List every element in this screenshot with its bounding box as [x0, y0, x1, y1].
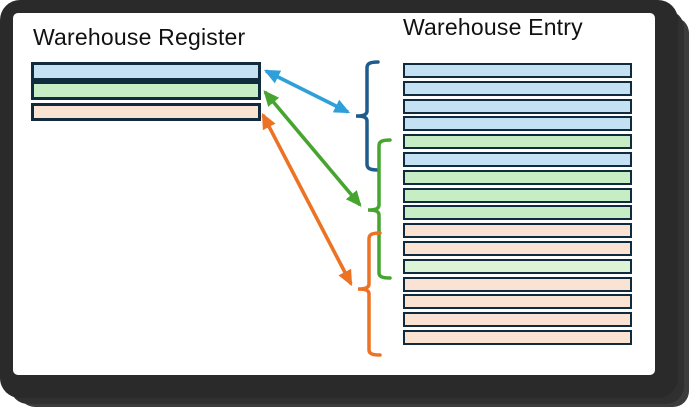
entry-row-peach — [403, 276, 632, 292]
entry-title: Warehouse Entry — [403, 14, 583, 40]
entry-row-blue — [403, 151, 632, 167]
entry-row-peach — [403, 329, 632, 345]
entry-stack — [403, 63, 632, 345]
arrow-orange-mapping — [261, 112, 353, 287]
register-row-green — [31, 81, 261, 100]
brace-green-group — [367, 138, 392, 280]
register-title: Warehouse Register — [33, 24, 246, 50]
entry-row-green — [403, 169, 632, 185]
entry-row-peach — [403, 294, 632, 310]
register-row-blue — [31, 62, 261, 81]
register-row-peach — [31, 103, 261, 121]
diagram-canvas: Warehouse Register Warehouse Entry — [13, 13, 655, 375]
entry-row-green — [403, 187, 632, 203]
entry-row-peach — [403, 312, 632, 328]
entry-row-blue — [403, 116, 632, 132]
entry-row-blue — [403, 63, 632, 78]
brace-orange-group — [357, 231, 382, 357]
entry-row-peach — [403, 240, 632, 256]
brace-blue-group — [355, 60, 380, 172]
entry-row-peach — [403, 223, 632, 239]
entry-row-blue — [403, 80, 632, 96]
entry-row-blue — [403, 98, 632, 114]
entry-row-green_light — [403, 258, 632, 274]
entry-row-green — [403, 134, 632, 150]
entry-row-green — [403, 205, 632, 221]
arrow-green-mapping — [263, 90, 362, 207]
arrow-blue-mapping — [263, 69, 351, 114]
